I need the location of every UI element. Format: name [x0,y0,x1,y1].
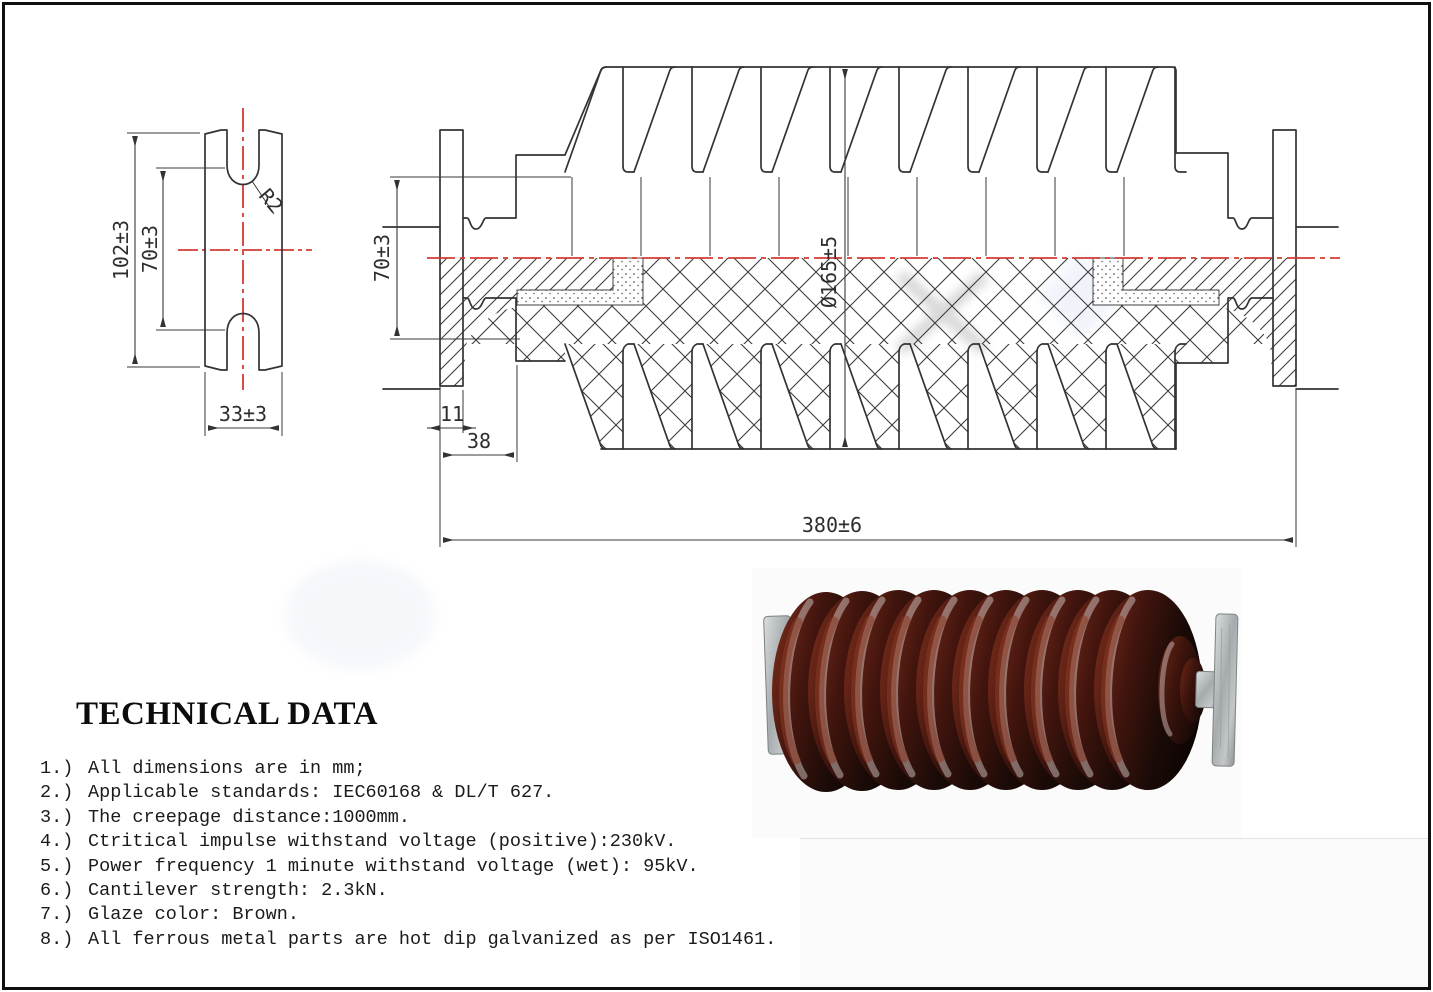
dim-33: 33±3 [219,402,267,426]
note-number: 2.) [40,782,74,804]
note-row: 1.) All dimensions are in mm; [40,757,776,781]
note-number: 3.) [40,806,74,828]
dim-165: Ø165±5 [817,236,841,308]
watermark-blob [285,560,435,670]
note-text: Applicable standards: IEC60168 & DL/T 62… [88,782,555,804]
technical-drawing: 102±3 70±3 33±3 R2 [109,66,1340,547]
note-row: 3.) The creepage distance:1000mm. [40,806,776,830]
note-text: Glaze color: Brown. [88,904,299,926]
flange-stubs [382,226,1339,390]
porcelain-discs [772,590,1202,792]
note-text: Ctritical impulse withstand voltage (pos… [88,831,677,853]
section-view: Ø165±5 70±3 11 38 380±6 [370,66,1340,547]
dim-102: 102±3 [109,220,133,280]
note-text: Cantilever strength: 2.3kN. [88,879,388,901]
note-number: 7.) [40,904,74,926]
cement-edge-right [1093,289,1219,306]
note-text: Power frequency 1 minute withstand volta… [88,855,699,877]
note-text: All ferrous metal parts are hot dip galv… [88,928,777,950]
note-row: 7.) Glaze color: Brown. [40,903,776,927]
note-number: 6.) [40,879,74,901]
note-number: 1.) [40,758,74,779]
technical-notes: 1.) All dimensions are in mm; 2.) Applicab… [40,757,776,952]
photo-background-edge [800,838,1428,989]
end-view: 102±3 70±3 33±3 R2 [109,108,312,436]
note-row: 8.) All ferrous metal parts are hot dip g… [40,928,776,952]
note-row: 2.) Applicable standards: IEC60168 & DL/T… [40,781,776,805]
insulator-photo [752,568,1242,838]
technical-data-title: TECHNICAL DATA [76,696,378,732]
note-text: The creepage distance:1000mm. [88,806,410,828]
note-number: 4.) [40,831,74,853]
cement-edge-left [517,289,643,306]
body-outline-bottom [462,297,566,362]
note-text: All dimensions are in mm; [88,758,366,779]
right-metal-fitting [1195,613,1239,767]
dim-38: 38 [467,429,491,453]
bracket-outline [204,129,283,371]
dim-70-main: 70±3 [370,234,394,282]
dim-70-left: 70±3 [138,225,162,273]
body-outline-top [462,66,1274,230]
note-row: 4.) Ctritical impulse withstand voltage (… [40,830,776,854]
note-number: 8.) [40,928,74,950]
note-number: 5.) [40,855,74,877]
dim-380: 380±6 [802,513,862,537]
dim-r2: R2 [254,184,288,218]
note-row: 6.) Cantilever strength: 2.3kN. [40,879,776,903]
dim-11: 11 [440,402,464,426]
body-outline-bottom-right [1175,297,1274,450]
note-row: 5.) Power frequency 1 minute withstand vo… [40,855,776,879]
